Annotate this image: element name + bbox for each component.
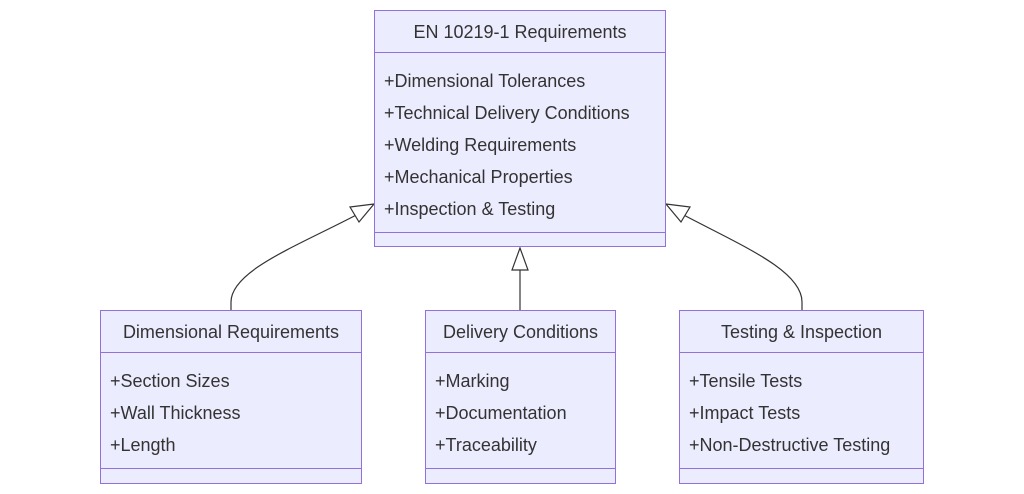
- class-dimensional-requirements: Dimensional Requirements +Section Sizes …: [100, 310, 362, 484]
- class-member: +Technical Delivery Conditions: [384, 103, 630, 123]
- class-member: +Tensile Tests: [689, 371, 803, 391]
- class-member: +Mechanical Properties: [384, 167, 573, 187]
- class-member: +Inspection & Testing: [384, 199, 556, 219]
- edge-testing-arrowhead: [664, 203, 691, 224]
- class-members: +Tensile Tests +Impact Tests +Non-Destru…: [680, 353, 923, 469]
- edge-dimensional-arrowhead: [349, 203, 376, 224]
- class-title: Dimensional Requirements: [101, 311, 361, 353]
- class-title: EN 10219-1 Requirements: [375, 11, 665, 53]
- class-member: +Marking: [435, 371, 510, 391]
- class-en-10219-1-requirements: EN 10219-1 Requirements +Dimensional Tol…: [374, 10, 666, 247]
- class-title: Delivery Conditions: [426, 311, 615, 353]
- class-member: +Wall Thickness: [110, 403, 241, 423]
- class-member: +Section Sizes: [110, 371, 230, 391]
- class-member: +Welding Requirements: [384, 135, 577, 155]
- class-member: +Non-Destructive Testing: [689, 435, 891, 455]
- class-member: +Length: [110, 435, 176, 455]
- class-testing-inspection: Testing & Inspection +Tensile Tests +Imp…: [679, 310, 924, 484]
- class-members: +Dimensional Tolerances +Technical Deliv…: [375, 53, 665, 233]
- class-title: Testing & Inspection: [680, 311, 923, 353]
- edge-dimensional-to-parent: [230, 211, 363, 310]
- class-member: +Impact Tests: [689, 403, 801, 423]
- class-member: +Dimensional Tolerances: [384, 71, 586, 91]
- edge-testing-to-parent: [677, 211, 803, 310]
- class-member: +Documentation: [435, 403, 567, 423]
- class-member: +Traceability: [435, 435, 537, 455]
- edge-delivery-arrowhead: [511, 246, 529, 271]
- class-members: +Marking +Documentation +Traceability: [426, 353, 615, 469]
- class-members: +Section Sizes +Wall Thickness +Length: [101, 353, 361, 469]
- class-delivery-conditions: Delivery Conditions +Marking +Documentat…: [425, 310, 616, 484]
